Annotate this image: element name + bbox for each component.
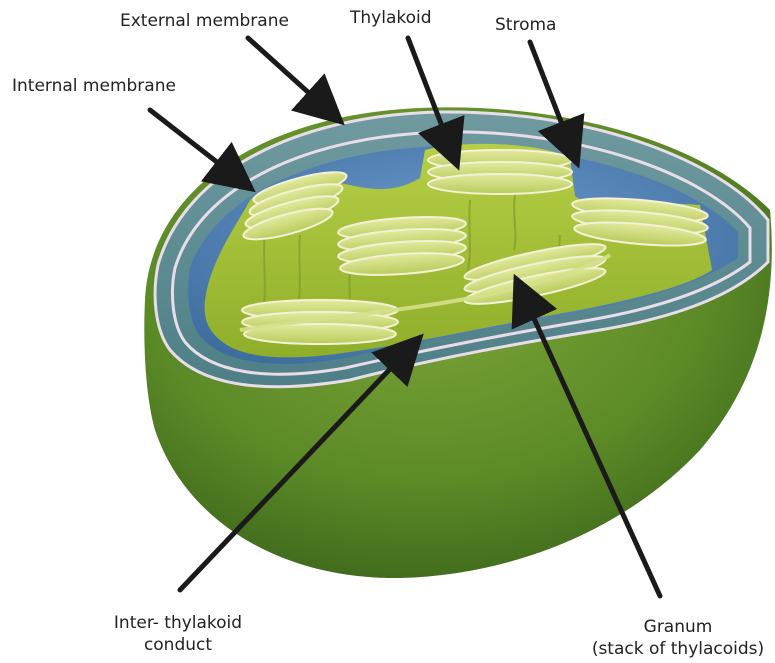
label-inter-thylakoid-conduct: Inter- thylakoid conduct (88, 612, 268, 656)
label-thylakoid: Thylakoid (350, 7, 432, 29)
granum-top (428, 150, 572, 194)
arrow-icon (248, 38, 330, 112)
label-granum: Granum (stack of thylacoids) (585, 616, 771, 660)
label-inter-thylakoid-line1: Inter- thylakoid (88, 612, 268, 634)
granum-center (337, 214, 466, 279)
label-granum-line2: (stack of thylacoids) (585, 638, 771, 660)
label-inter-thylakoid-line2: conduct (88, 634, 268, 656)
granum-lower-left (242, 300, 398, 344)
label-external-membrane: External membrane (120, 10, 289, 32)
label-stroma: Stroma (495, 14, 556, 36)
label-internal-membrane: Internal membrane (12, 75, 176, 97)
label-granum-line1: Granum (585, 616, 771, 638)
arrow-icon (150, 110, 240, 180)
